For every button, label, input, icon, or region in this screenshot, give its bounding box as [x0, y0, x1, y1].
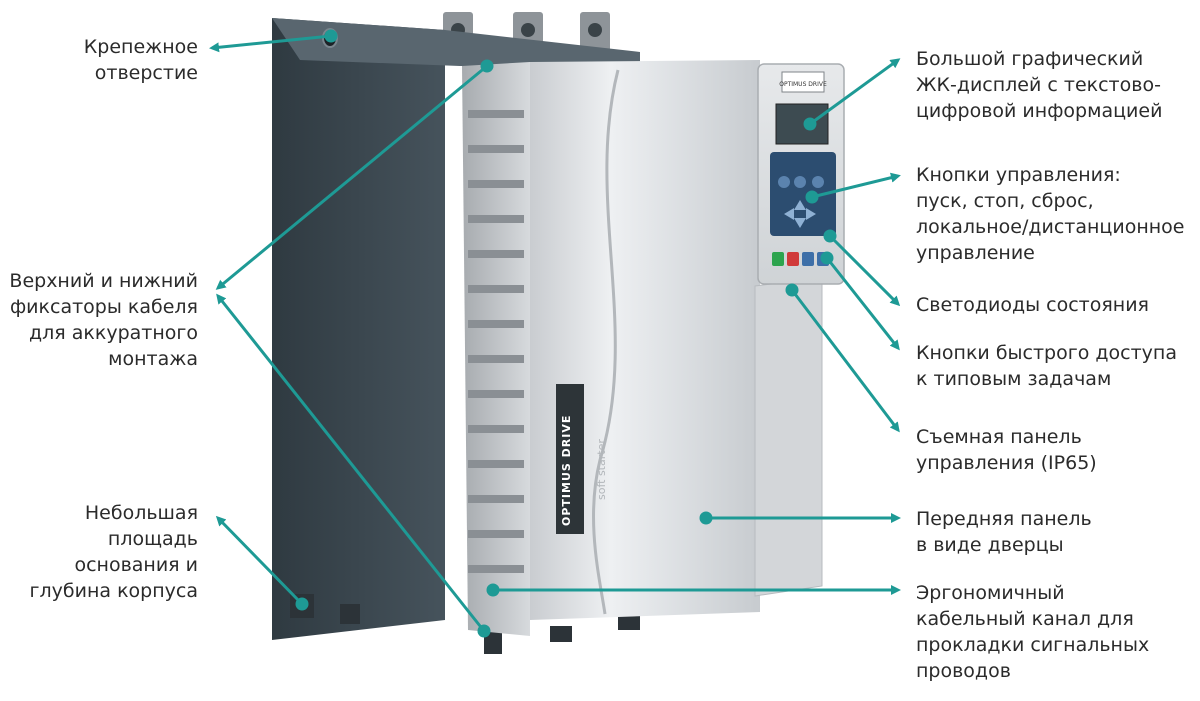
callout-mounting-hole: Крепежное отверстие — [83, 36, 198, 84]
housing-back — [272, 18, 445, 640]
callout-lcd-display: Большой графический ЖК-дисплей с текстов… — [916, 48, 1163, 122]
leader-removable-panel — [790, 289, 900, 433]
cable-channel-ribs — [468, 110, 524, 573]
leader-mounting-hole — [209, 34, 332, 53]
callout-removable-panel: Съемная панель управления (IP65) — [916, 426, 1097, 474]
callout-cable-channel: Эргономичный кабельный канал для проклад… — [916, 582, 1150, 682]
front-door-shape — [530, 60, 760, 620]
callout-status-leds: Светодиоды состояния — [916, 294, 1149, 316]
panel-logo: OPTIMUS DRIVE — [779, 81, 827, 88]
door-curve — [592, 69, 620, 615]
housing-top — [272, 18, 640, 66]
top-bracket-right — [580, 12, 610, 56]
leader-status-leds — [828, 234, 901, 307]
leader-small-footprint — [215, 515, 304, 606]
leader-quick-access — [825, 257, 900, 351]
callout-cable-clamps: Верхний и нижний фиксаторы кабеля для ак… — [9, 270, 198, 370]
leader-lcd — [809, 58, 901, 126]
leader-control-buttons — [811, 172, 901, 199]
control-panel: OPTIMUS DRIVE — [757, 63, 845, 285]
brand-text: OPTIMUS DRIVE — [560, 415, 573, 526]
lcd-screen — [775, 103, 829, 145]
leader-cable-clamps-top — [215, 64, 488, 290]
brand-plate: OPTIMUS DRIVE soft starter — [556, 384, 608, 534]
callout-small-footprint: Небольшая площадь основания и глубина ко… — [29, 502, 198, 602]
callout-quick-access: Кнопки быстрого доступа к типовым задача… — [916, 342, 1177, 390]
brand-subtitle: soft starter — [595, 439, 608, 500]
cable-channel-side — [462, 62, 530, 636]
callout-front-door: Передняя панель в виде дверцы — [916, 508, 1092, 556]
leader-cable-clamps-bottom — [216, 293, 486, 632]
callout-control-buttons: Кнопки управления: пуск, стоп, сброс, ло… — [916, 164, 1185, 264]
